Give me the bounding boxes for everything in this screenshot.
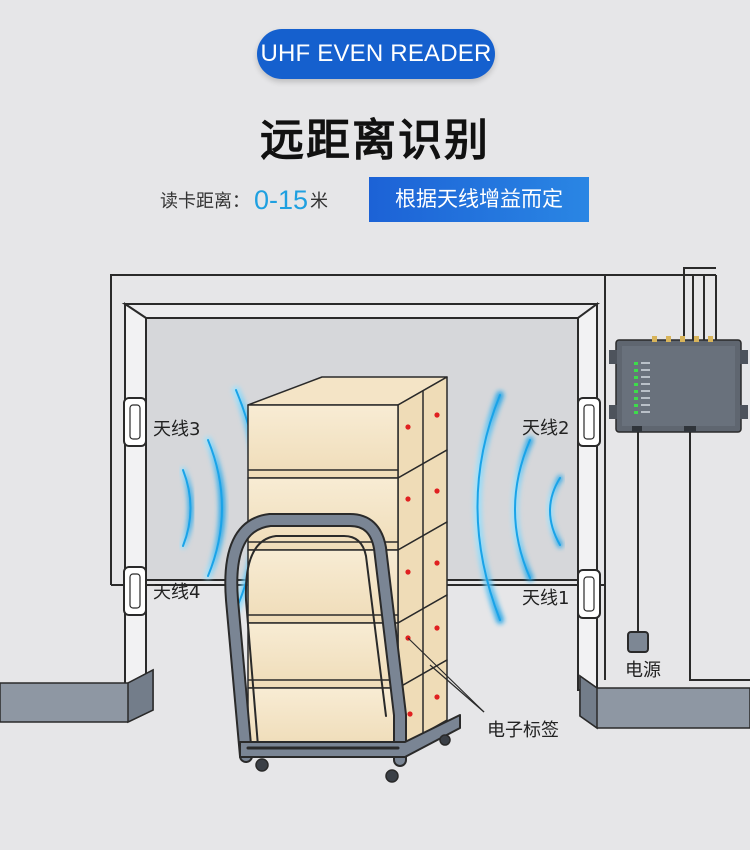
reader-led-column: [634, 362, 650, 414]
antenna-2-label: 天线2: [522, 418, 570, 439]
reader-cables: [606, 267, 750, 681]
rfid-tags: [405, 412, 440, 717]
tag-pointer-lines: [407, 637, 485, 713]
read-range-unit: 米: [310, 191, 329, 212]
antenna-4-icon: [123, 566, 147, 616]
floor-slab-right: [579, 674, 750, 730]
antenna-2-icon: [577, 397, 601, 447]
trolley-cart: [224, 513, 461, 783]
read-range-value: 0-15: [254, 184, 309, 215]
power-plug-icon: [627, 631, 649, 653]
power-label: 电源: [625, 660, 661, 681]
antenna-3-label: 天线3: [153, 419, 201, 440]
product-badge: UHF EVEN READER: [257, 29, 495, 79]
floor-slab-left: [0, 668, 154, 724]
antenna-3-icon: [123, 397, 147, 447]
rfid-tag-label: 电子标签: [487, 720, 559, 741]
box-stack: [247, 376, 448, 749]
antenna-gain-note: 根据天线增益而定: [369, 177, 589, 222]
antenna-1-icon: [577, 569, 601, 619]
radio-waves-right: [473, 391, 563, 624]
antenna-4-label: 天线4: [153, 582, 201, 603]
page-title: 远距离识别: [260, 115, 490, 166]
uhf-reader-device-icon: [609, 336, 748, 433]
read-range-row: 读卡距离： 0-15 米: [160, 180, 328, 220]
antenna-1-label: 天线1: [522, 588, 570, 609]
read-range-label: 读卡距离：: [160, 191, 250, 212]
